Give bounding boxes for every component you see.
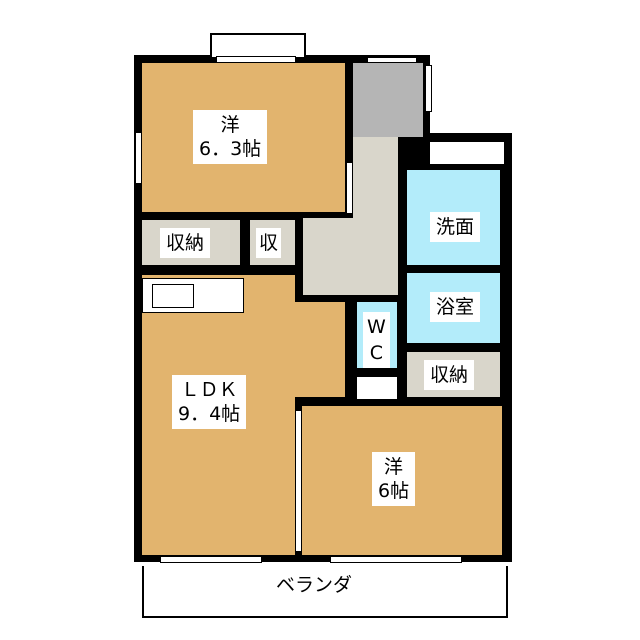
entrance-door[interactable] — [425, 65, 432, 112]
balcony-label: ベランダ — [276, 574, 353, 596]
closet-x-2 — [357, 377, 397, 399]
room-type: ＬＤＫ — [180, 379, 238, 401]
window — [367, 57, 417, 63]
storage-1-label: 収納 — [160, 228, 211, 258]
storage-2-label: 収納 — [424, 360, 475, 390]
window — [330, 556, 462, 563]
sliding-door[interactable] — [295, 410, 302, 552]
window — [216, 56, 296, 63]
balcony — [142, 566, 508, 618]
hallway-2 — [303, 218, 398, 295]
storage-small-label: 収 — [256, 228, 282, 258]
western-room-2-label: 洋 6帖 — [372, 452, 416, 506]
closet-x — [430, 142, 504, 164]
sink — [152, 284, 194, 308]
room-size: 6．3帖 — [199, 138, 262, 160]
ldk-ext — [295, 302, 345, 397]
wc-c: C — [369, 342, 384, 364]
window — [135, 132, 142, 184]
window — [346, 162, 353, 214]
washroom-label: 洗面 — [430, 212, 481, 242]
room-size: 9．4帖 — [178, 403, 241, 425]
western-room-1-label: 洋 6．3帖 — [193, 110, 268, 164]
wc-label: W C — [363, 312, 390, 368]
bathroom-label: 浴室 — [430, 292, 481, 322]
room-size: 6帖 — [378, 480, 410, 502]
entrance — [353, 63, 423, 137]
wc-w: W — [367, 316, 386, 338]
bay-window — [210, 33, 306, 57]
room-type: 洋 — [384, 456, 404, 478]
room-type: 洋 — [220, 114, 240, 136]
window — [160, 556, 262, 563]
ldk-label: ＬＤＫ 9．4帖 — [172, 375, 247, 429]
